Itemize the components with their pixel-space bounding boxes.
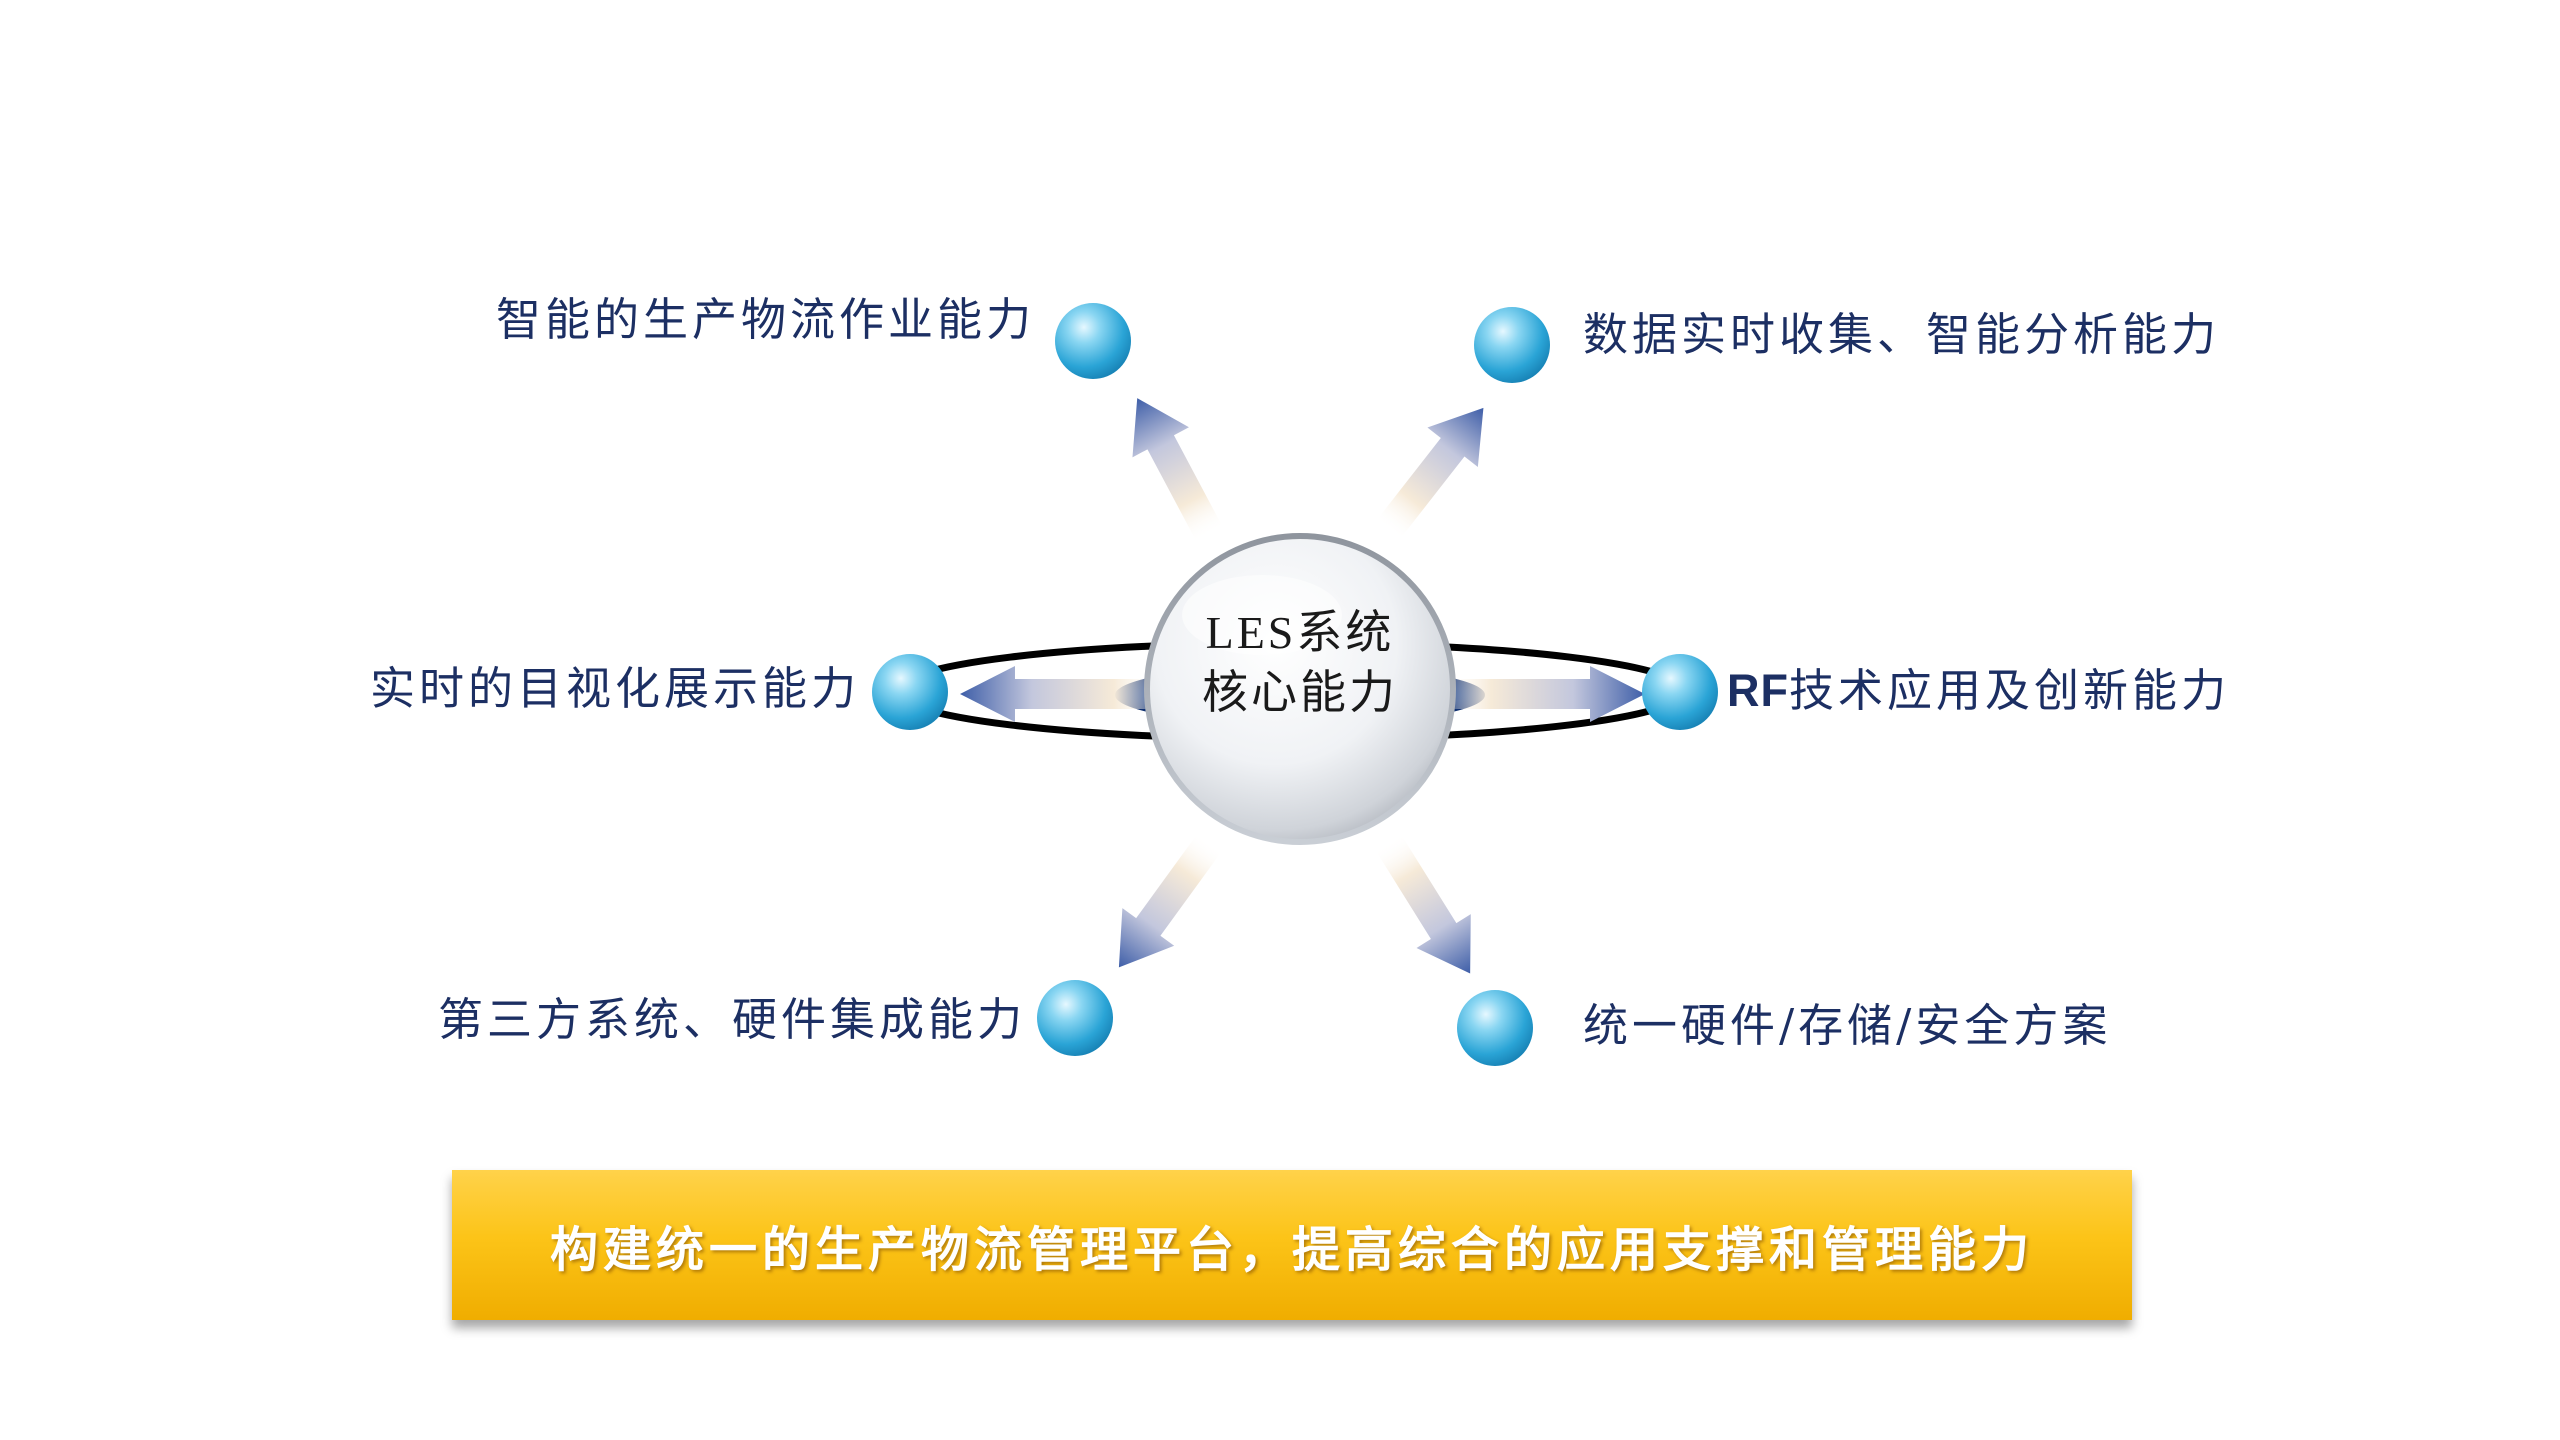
capability-label-top-right: 数据实时收集、智能分析能力 <box>1583 308 2221 361</box>
arrow-to-top-right <box>1376 407 1484 540</box>
capability-label-middle-right-text: 技术应用及创新能力 <box>1789 664 2231 717</box>
node-ball-top-left <box>1055 303 1131 379</box>
core-label-line1: LES系统 <box>1205 607 1395 658</box>
node-ball-bottom-right <box>1457 990 1533 1066</box>
summary-banner-text: 构建统一的生产物流管理平台，提高综合的应用支撑和管理能力 <box>549 1222 2034 1278</box>
capability-label-middle-left: 实时的目视化展示能力 <box>370 662 861 715</box>
arrow-to-bottom-right <box>1375 834 1471 974</box>
capability-label-middle-right: RF技术应用及创新能力 <box>1727 668 2230 713</box>
node-ball-bottom-left <box>1037 980 1113 1056</box>
arrow-to-top-left <box>1132 398 1224 543</box>
capability-label-top-left: 智能的生产物流作业能力 <box>496 293 1036 346</box>
core-label: LES系统 核心能力 <box>1150 603 1450 723</box>
core-label-line2: 核心能力 <box>1202 666 1398 718</box>
summary-banner: 构建统一的生产物流管理平台，提高综合的应用支撑和管理能力 <box>452 1170 2132 1320</box>
node-ball-middle-left <box>872 654 948 730</box>
core-highlight <box>1182 575 1342 655</box>
node-ball-middle-right <box>1642 654 1718 730</box>
arrow-to-middle-right <box>1440 666 1645 722</box>
rf-prefix: RF <box>1727 665 1789 716</box>
capability-label-bottom-right: 统一硬件/存储/安全方案 <box>1583 999 2112 1052</box>
capability-label-bottom-left: 第三方系统、硬件集成能力 <box>438 993 1027 1046</box>
arrow-to-bottom-left <box>1118 833 1223 968</box>
node-ball-top-right <box>1474 307 1550 383</box>
arrow-to-middle-left <box>960 666 1165 722</box>
